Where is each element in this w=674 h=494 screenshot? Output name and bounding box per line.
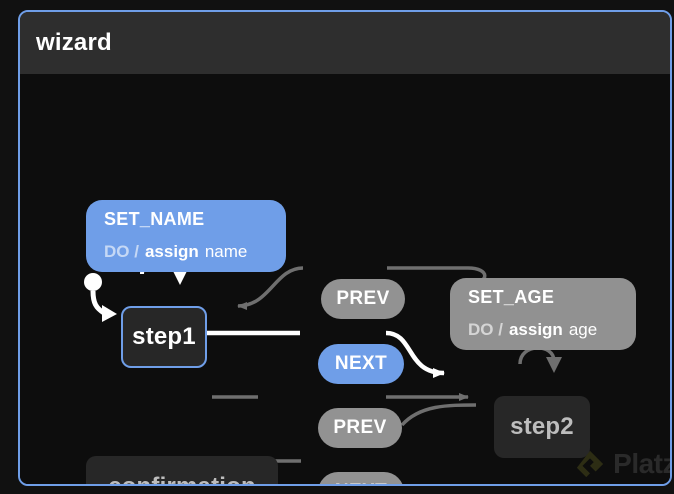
machine-header: wizard xyxy=(20,12,670,74)
edge-next-step1-to-step2 xyxy=(189,330,445,378)
state-label-step2: step2 xyxy=(510,413,574,440)
event-pill-prev-step2-to-step1[interactable]: PREV xyxy=(321,279,405,319)
platzi-watermark: Platz xyxy=(575,448,672,480)
action-keyword: DO / xyxy=(468,319,503,339)
action-argument: age xyxy=(568,319,598,339)
edge-step2-self-loop xyxy=(518,346,562,373)
action-argument: name xyxy=(204,241,248,261)
action-title-set-name: SET_NAME xyxy=(104,208,205,229)
action-function: assign xyxy=(144,241,199,261)
action-keyword: DO / xyxy=(104,241,139,261)
initial-state-marker xyxy=(84,273,117,322)
event-pill-next-step2-to-confirmation[interactable]: NEXT xyxy=(318,472,404,484)
state-node-step1[interactable]: step1 xyxy=(121,306,207,368)
action-title-set-age: SET_AGE xyxy=(468,286,555,307)
state-label-step1: step1 xyxy=(132,323,196,350)
action-function: assign xyxy=(508,319,563,339)
event-pill-prev-confirmation-to-step2[interactable]: PREV xyxy=(318,408,402,448)
state-label-confirmation: confirmation xyxy=(108,473,256,484)
machine-title: wizard xyxy=(36,29,112,56)
state-node-step2[interactable]: step2 xyxy=(494,396,590,458)
event-pill-next-step1-to-step2[interactable]: NEXT xyxy=(318,344,404,384)
platzi-watermark-text: Platz xyxy=(613,448,672,479)
state-machine-frame: wizard xyxy=(18,10,672,486)
state-node-confirmation[interactable]: confirmation xyxy=(86,456,278,484)
